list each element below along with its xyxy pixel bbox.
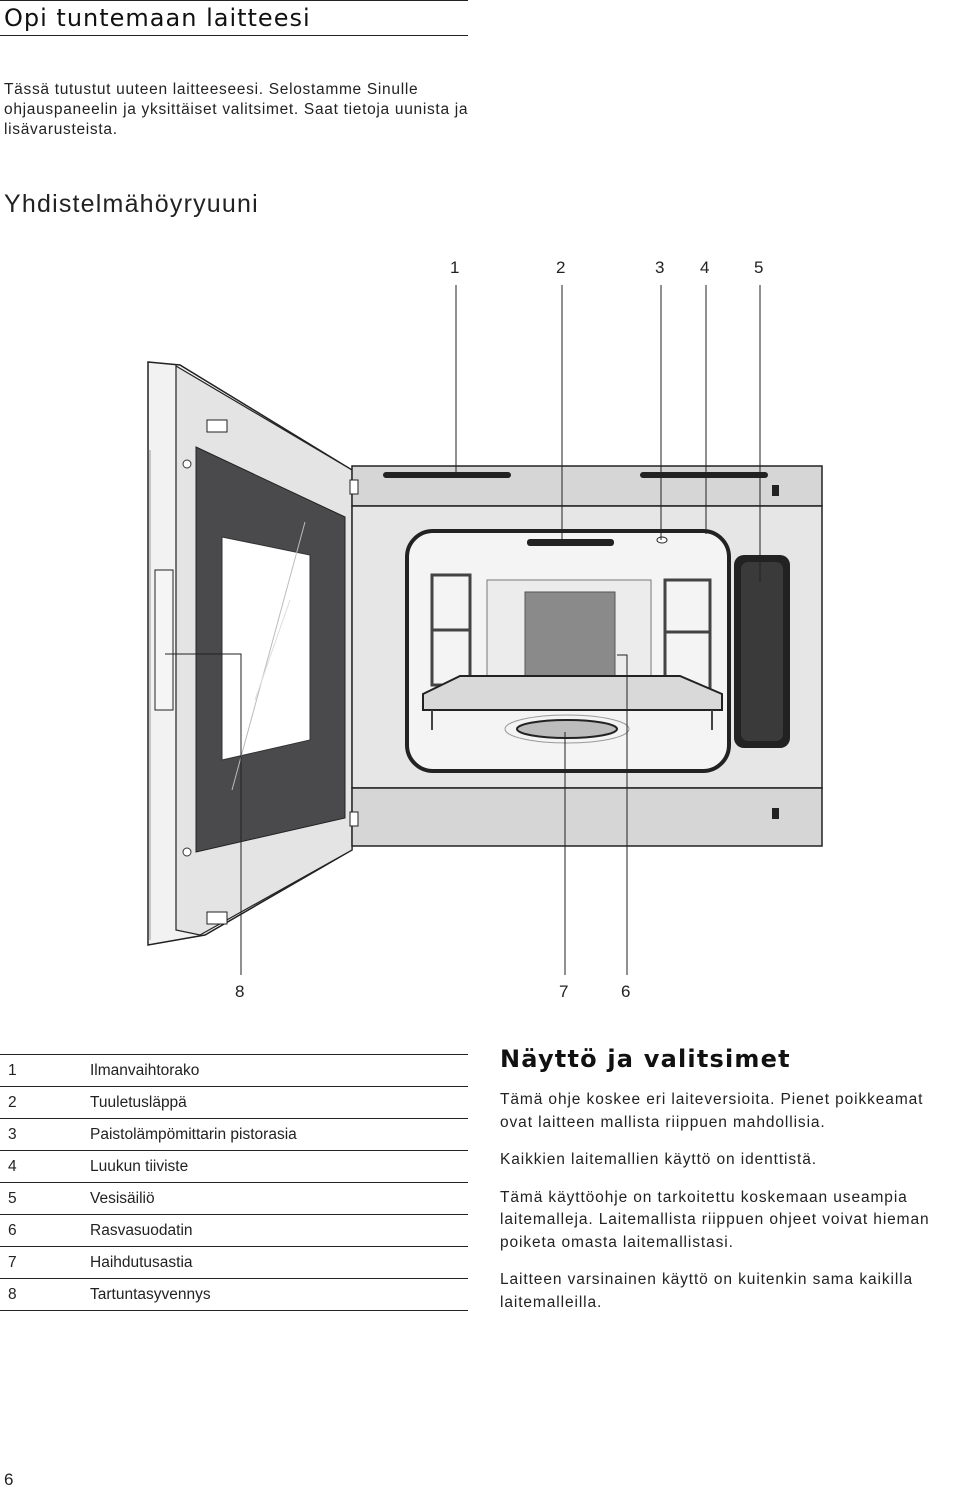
table-row: 8 Tartuntasyvennys bbox=[0, 1278, 468, 1311]
part-label: Ilmanvaihtorako bbox=[90, 1062, 200, 1079]
part-label: Vesisäiliö bbox=[90, 1190, 155, 1207]
part-label: Haihdutusastia bbox=[90, 1254, 193, 1271]
display-paragraph-2: Kaikkien laitemallien käyttö on identtis… bbox=[500, 1151, 817, 1168]
title-divider bbox=[0, 35, 468, 36]
part-number: 1 bbox=[8, 1062, 17, 1079]
table-row: 2 Tuuletusläppä bbox=[0, 1086, 468, 1118]
page-title: Opi tuntemaan laitteesi bbox=[4, 4, 311, 32]
part-number: 7 bbox=[8, 1254, 17, 1271]
display-paragraph-1: Tämä ohje koskee eri laiteversioita. Pie… bbox=[500, 1091, 924, 1131]
table-row: 1 Ilmanvaihtorako bbox=[0, 1054, 468, 1086]
callout-leaders bbox=[165, 285, 761, 975]
oven-door bbox=[147, 361, 353, 946]
part-label: Paistolämpömittarin pistorasia bbox=[90, 1126, 297, 1143]
table-row: 5 Vesisäiliö bbox=[0, 1182, 468, 1214]
part-number: 4 bbox=[8, 1158, 17, 1175]
part-label: Rasvasuodatin bbox=[90, 1222, 193, 1239]
table-row: 4 Luukun tiiviste bbox=[0, 1150, 468, 1182]
part-number: 5 bbox=[8, 1190, 17, 1207]
part-label: Tartuntasyvennys bbox=[90, 1286, 211, 1303]
display-paragraph-3: Tämä käyttöohje on tarkoitettu koskemaan… bbox=[500, 1188, 930, 1251]
callout-7: 7 bbox=[559, 982, 569, 1001]
intro-paragraph: Tässä tutustut uuteen laitteeseesi. Selo… bbox=[4, 81, 469, 138]
top-rule bbox=[0, 0, 468, 1]
callout-6: 6 bbox=[621, 982, 631, 1001]
table-row: 7 Haihdutusastia bbox=[0, 1246, 468, 1278]
part-number: 3 bbox=[8, 1126, 17, 1143]
oven-cavity bbox=[405, 529, 731, 773]
callout-4: 4 bbox=[700, 258, 710, 277]
part-number: 6 bbox=[8, 1222, 17, 1239]
oven-illustration bbox=[147, 285, 823, 975]
display-section: Näyttö ja valitsimet Tämä ohje koskee er… bbox=[500, 1045, 960, 1329]
table-row: 3 Paistolämpömittarin pistorasia bbox=[0, 1118, 468, 1150]
part-label: Tuuletusläppä bbox=[90, 1094, 187, 1111]
part-label: Luukun tiiviste bbox=[90, 1158, 189, 1175]
page-number: 6 bbox=[4, 1470, 14, 1489]
callout-3: 3 bbox=[655, 258, 665, 277]
section-title: Yhdistelmähöyryuuni bbox=[4, 190, 259, 218]
callout-1: 1 bbox=[450, 258, 460, 277]
callout-8: 8 bbox=[235, 982, 245, 1001]
water-tank bbox=[734, 555, 790, 748]
callout-5: 5 bbox=[754, 258, 764, 277]
parts-table: 1 Ilmanvaihtorako 2 Tuuletusläppä 3 Pais… bbox=[0, 1054, 468, 1311]
display-paragraph-4: Laitteen varsinainen käyttö on kuitenkin… bbox=[500, 1271, 914, 1311]
display-section-title: Näyttö ja valitsimet bbox=[500, 1045, 791, 1073]
part-number: 2 bbox=[8, 1094, 17, 1111]
table-row: 6 Rasvasuodatin bbox=[0, 1214, 468, 1246]
part-number: 8 bbox=[8, 1286, 17, 1303]
callout-2: 2 bbox=[556, 258, 566, 277]
